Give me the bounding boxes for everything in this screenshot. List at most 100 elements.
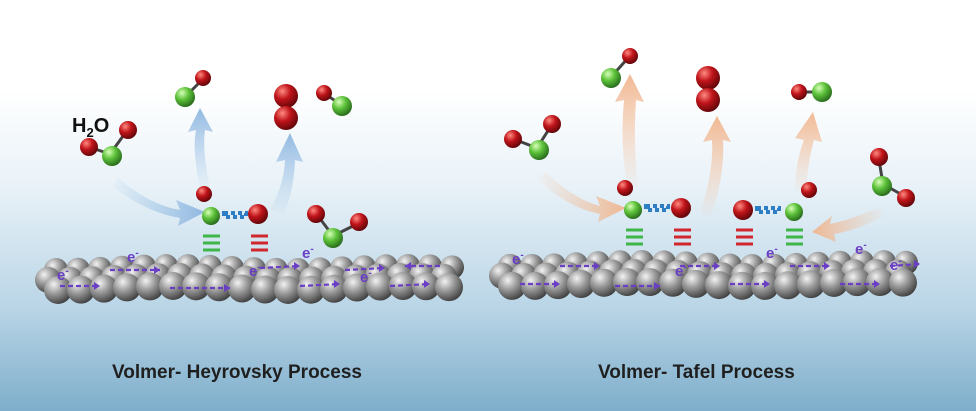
electron-flow-arrowhead (154, 266, 160, 274)
electron-labels-left: e- e- e- e- e- (57, 244, 372, 286)
surface-bond-red (251, 234, 268, 252)
carbon-atom (320, 274, 348, 303)
svg-text:e-: e- (302, 244, 314, 262)
surface-bond-red-left (674, 228, 691, 246)
carbon-atom (343, 273, 371, 302)
carbon-atom (889, 268, 917, 297)
arrow-water-to-surface (112, 178, 205, 226)
svg-text:e-: e- (249, 262, 261, 280)
svg-text:e-: e- (127, 248, 139, 266)
adsorbed-o-right (733, 200, 753, 220)
adsorbed-o (248, 204, 268, 224)
arrow-o2-release (270, 133, 303, 214)
carbon-atom (590, 268, 618, 297)
carbon-atom (297, 275, 325, 304)
carbon-atom (728, 271, 756, 300)
adsorbed-o-left (671, 198, 691, 218)
carbon-atom (498, 271, 526, 300)
svg-text:e-: e- (512, 250, 524, 268)
svg-text:e-: e- (57, 266, 69, 284)
electron-flow-arrowhead (654, 282, 660, 290)
electron-flow-dash (389, 282, 431, 288)
graphene-sheet-right (489, 250, 918, 300)
carbon-atom (136, 272, 164, 301)
surface-bond-green (203, 234, 220, 252)
electron-flow-arrowhead (764, 280, 770, 288)
released-o2 (274, 84, 298, 130)
svg-text:e-: e- (855, 240, 867, 258)
adsorbed-oh-right (785, 182, 817, 221)
graphene-sheet-left (35, 254, 464, 304)
surface-bond-green-left (626, 228, 643, 246)
carbon-atom (44, 276, 72, 304)
carbon-atom (435, 273, 463, 302)
arrow-oh-release-left (615, 74, 644, 188)
carbon-atom (182, 272, 210, 301)
dotted-bond-left (644, 204, 670, 212)
carbon-atom (251, 275, 279, 304)
carbon-atom (659, 268, 687, 297)
electron-flow-arrowhead (874, 280, 880, 288)
carbon-atom (567, 270, 595, 299)
svg-text:e-: e- (675, 262, 687, 280)
arrow-water-to-surface-right (812, 208, 884, 242)
carbon-atom (774, 271, 802, 300)
electron-flow-arrowhead (294, 262, 300, 270)
arrow-oh-release-right (795, 112, 822, 192)
water-molecule-approaching (307, 205, 368, 248)
arrow-o2-release (700, 116, 731, 216)
electron-flow-arrows-right (520, 260, 921, 290)
surface-bond-red-right (736, 228, 753, 246)
carbon-atom (682, 269, 710, 298)
carbon-atom (67, 275, 95, 304)
carbon-atom (159, 272, 187, 301)
water-molecule-incoming-left (504, 115, 561, 160)
caption-volmer-heyrovsky: Volmer- Heyrovsky Process (112, 362, 362, 383)
electron-flow-arrowhead (594, 262, 600, 270)
caption-volmer-tafel: Volmer- Tafel Process (598, 362, 795, 383)
carbon-atom (843, 268, 871, 297)
released-oh-right (791, 82, 832, 102)
svg-text:e-: e- (360, 268, 372, 286)
carbon-atom (113, 273, 141, 302)
carbon-atom (90, 274, 118, 303)
carbon-atom (820, 268, 848, 297)
carbon-atom (636, 268, 664, 297)
carbon-atom (274, 275, 302, 304)
dotted-bond (222, 211, 248, 219)
released-o2 (696, 66, 720, 112)
released-oh-right (316, 85, 352, 116)
electron-flow-dash (259, 264, 301, 270)
water-molecule-incoming-right (870, 148, 915, 207)
dotted-bond-right (755, 206, 781, 214)
arrow-oh-release (188, 108, 213, 188)
adsorbed-oh (196, 186, 220, 225)
electron-flow-arrows-left (60, 262, 440, 292)
released-oh-left (601, 48, 638, 88)
electron-flow-arrowhead (554, 280, 560, 288)
svg-text:e-: e- (766, 244, 778, 262)
carbon-atom (228, 274, 256, 303)
panel-volmer-tafel: e- e- e- e- e- (489, 48, 921, 300)
electron-flow-arrowhead (379, 264, 385, 272)
electron-flow-arrowhead (714, 262, 720, 270)
electron-flow-arrowhead (824, 262, 830, 270)
carbon-atom (866, 268, 894, 297)
electron-flow-arrowhead (424, 280, 430, 288)
released-oh (175, 70, 211, 107)
carbon-atom (613, 268, 641, 297)
water-molecule-incoming (80, 121, 137, 166)
carbon-atom (705, 271, 733, 300)
electron-flow-arrowhead (94, 282, 100, 290)
arrow-water-to-surface-left (538, 172, 626, 222)
electron-flow-arrowhead (224, 284, 230, 292)
surface-bond-green-right (786, 228, 803, 246)
electron-flow-arrowhead (334, 280, 340, 288)
carbon-atom (521, 271, 549, 300)
electron-flow-arrowhead (914, 260, 920, 268)
panel-volmer-heyrovsky: H2O e- e- e- (35, 70, 464, 304)
water-formula: H2O (72, 115, 109, 140)
adsorbed-oh-left (617, 180, 642, 219)
electron-flow-dash (299, 282, 341, 288)
